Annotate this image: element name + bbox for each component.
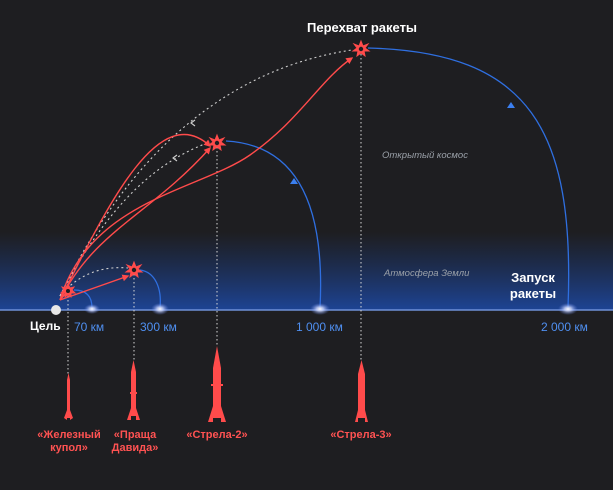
system-label-arrow-3-line-1: «Стрела-3»: [330, 429, 392, 441]
launch-glow-1000km: [310, 303, 330, 315]
layer-atmosphere-label: Атмосфера Земли: [384, 268, 470, 279]
interception-bursts: [59, 39, 371, 298]
threat-arrowheads: [290, 102, 515, 184]
distance-label-2000km: 2 000 км: [541, 320, 588, 334]
launch-glow-70km: [84, 304, 100, 314]
interceptor-arrow-3: [59, 57, 354, 301]
threat-trajectory-1000km: [225, 140, 322, 309]
guidance-path-arrow-2: [59, 141, 211, 297]
system-label-davids-sling: «Праща Давида»: [105, 429, 165, 455]
diagram-title: Перехват ракеты: [307, 20, 418, 35]
burst-arrow-3: [351, 39, 371, 58]
missile-icons: [64, 346, 368, 422]
system-label-davids-sling-line-2: Давида»: [111, 442, 159, 454]
launch-label: Запуск ракеты: [503, 270, 563, 302]
missile-arrow-2-icon: [208, 346, 226, 422]
system-label-arrow-2-line-1: «Стрела-2»: [186, 429, 248, 441]
interceptor-arrow-2a: [59, 133, 212, 301]
system-label-iron-dome: «Железный купол»: [33, 429, 105, 455]
launch-glow-2000km: [558, 303, 578, 315]
missile-davids-sling-icon: [127, 360, 140, 420]
burst-davids-sling: [124, 260, 144, 279]
guidance-paths: [59, 49, 353, 297]
target-label: Цель: [30, 319, 61, 333]
threat-trajectory-2000km: [367, 47, 570, 309]
launch-label-line-2: ракеты: [509, 286, 557, 301]
guide-lines: [67, 50, 362, 375]
guidance-path-davids-sling: [59, 267, 129, 297]
launch-label-line-1: Запуск: [511, 270, 555, 285]
missile-arrow-3-icon: [355, 360, 368, 422]
system-label-iron-dome-line-2: купол»: [50, 442, 88, 454]
distance-label-70km: 70 км: [74, 320, 105, 334]
distance-label-300km: 300 км: [140, 320, 177, 334]
launch-points: [84, 303, 578, 315]
burst-arrow-2: [207, 133, 227, 152]
atmosphere-band: [0, 232, 613, 310]
guidance-chevrons: [172, 119, 196, 162]
interceptor-arrow-2b: [59, 146, 211, 301]
system-label-iron-dome-line-1: «Железный: [37, 429, 101, 441]
layer-space-label: Открытый космос: [382, 150, 468, 161]
burst-iron-dome: [59, 282, 77, 298]
system-label-arrow-3: «Стрела-3»: [326, 429, 396, 442]
target-point: [51, 305, 61, 315]
missile-iron-dome-icon: [64, 373, 73, 420]
launch-glow-300km: [151, 303, 169, 315]
system-label-arrow-2: «Стрела-2»: [182, 429, 252, 442]
distance-label-1000km: 1 000 км: [296, 320, 343, 334]
system-label-davids-sling-line-1: «Праща: [113, 429, 157, 441]
